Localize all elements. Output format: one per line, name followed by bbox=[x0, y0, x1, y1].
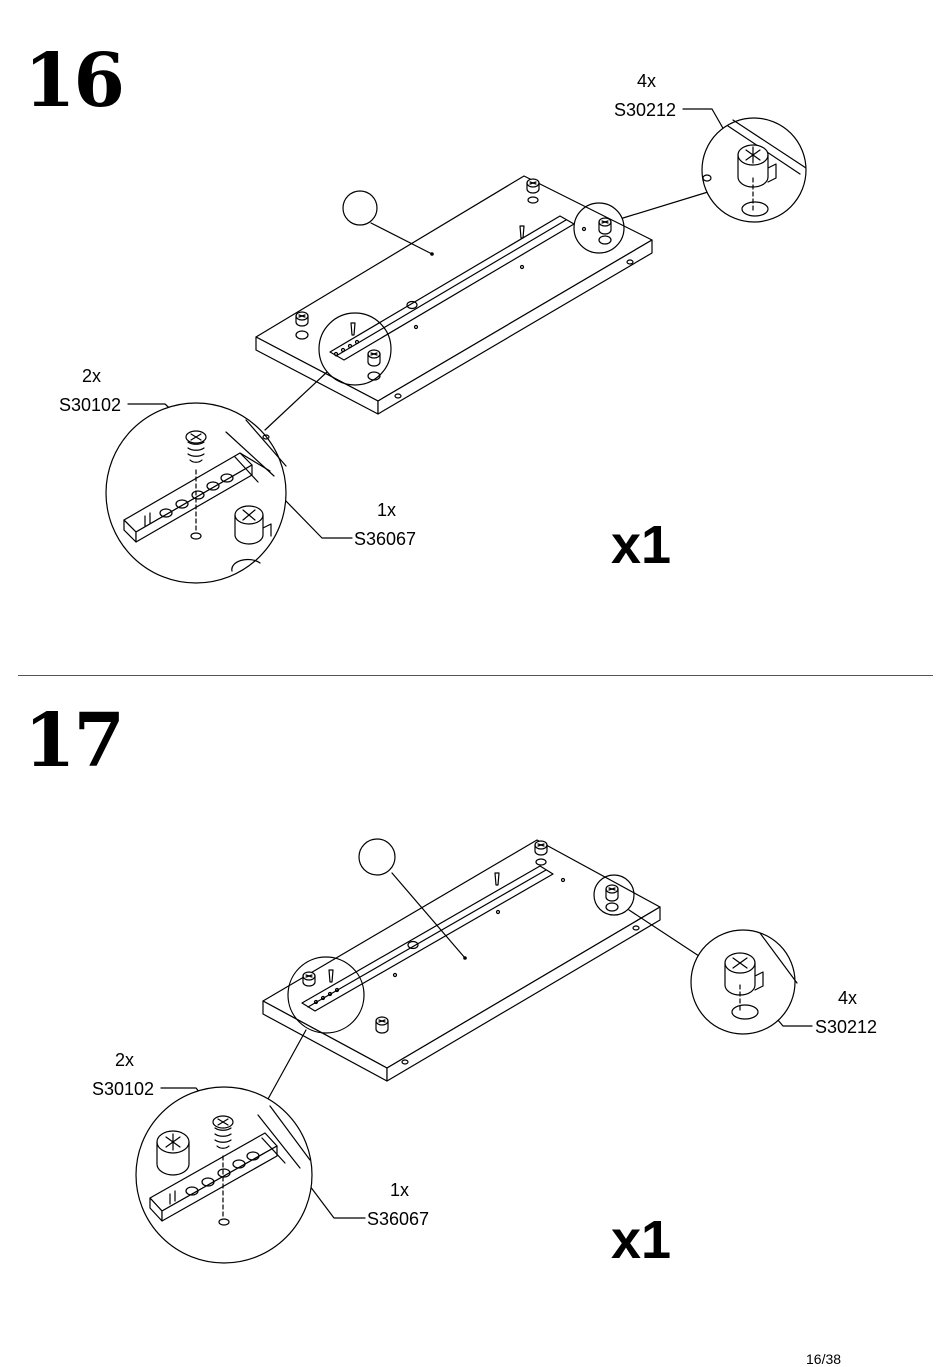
step-16-highlight-cam bbox=[573, 202, 625, 254]
step-16-cam-code: S30212 bbox=[614, 100, 677, 120]
step-16-rail-code: S36067 bbox=[354, 529, 417, 549]
step-17-screw-qty: 2x bbox=[115, 1050, 135, 1070]
step-17-cam-locks bbox=[302, 840, 619, 1034]
step-16-screw-code: S30102 bbox=[59, 395, 122, 415]
step-17-zoom-rail bbox=[135, 1086, 313, 1264]
step-17-cam-qty: 4x bbox=[838, 988, 858, 1008]
step-16-screw-qty: 2x bbox=[82, 366, 102, 386]
step-17-panel bbox=[262, 839, 661, 1082]
step-16-zoom-cam bbox=[701, 117, 807, 223]
page-number: 16/38 bbox=[806, 1351, 842, 1367]
step-16-number: 16 bbox=[24, 38, 125, 124]
step-17-highlight-rail bbox=[287, 956, 365, 1034]
step-17-highlight-cam bbox=[593, 874, 635, 916]
step-divider bbox=[18, 675, 933, 676]
step-17-rail bbox=[301, 865, 554, 1012]
step-17-zoom-cam bbox=[690, 929, 798, 1035]
step-17-rail-qty: 1x bbox=[390, 1180, 410, 1200]
step-17-number: 17 bbox=[24, 698, 125, 784]
step-17-rail-code: S36067 bbox=[367, 1209, 430, 1229]
step-16-rail-qty: 1x bbox=[377, 500, 397, 520]
step-16-multiplier: x1 bbox=[611, 515, 672, 575]
step-16-highlight-rail bbox=[318, 312, 392, 386]
step-17-cam-code: S30212 bbox=[815, 1017, 878, 1037]
step-17-screw-code: S30102 bbox=[92, 1079, 155, 1099]
step-16-cam-qty: 4x bbox=[637, 71, 657, 91]
step-16-cam-locks bbox=[295, 178, 612, 381]
step-16-zoom-rail bbox=[105, 402, 287, 584]
step-17-multiplier: x1 bbox=[611, 1210, 672, 1270]
